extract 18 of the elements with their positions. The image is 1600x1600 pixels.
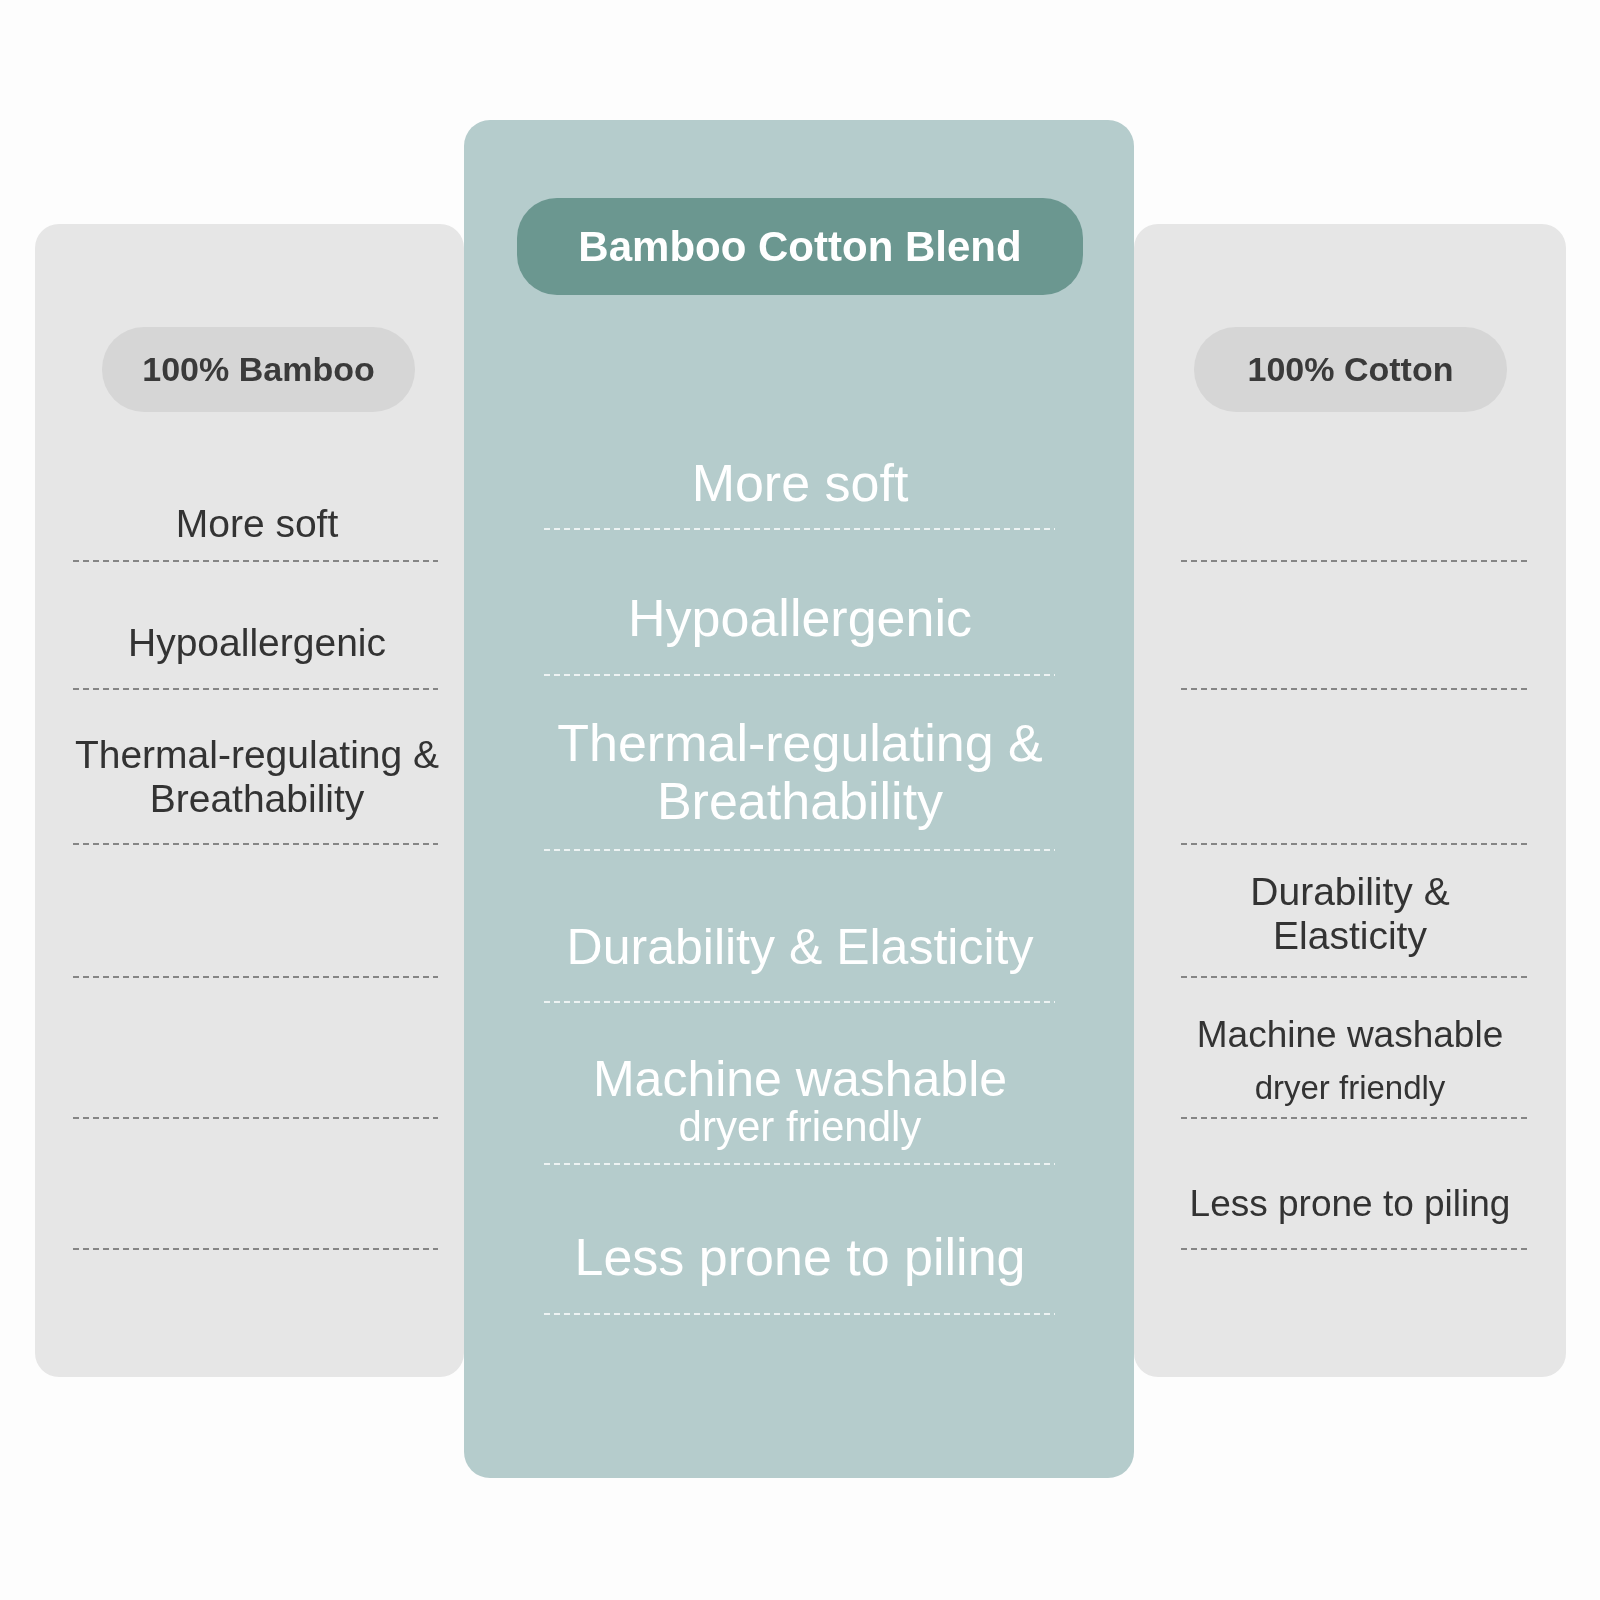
feature-text: dryer friendly	[1254, 1069, 1446, 1107]
feature-text: More soft	[691, 453, 909, 513]
column-panel	[1134, 224, 1566, 1377]
feature-text: Durability & Elasticity	[566, 919, 1034, 975]
column-header: 100% Cotton	[1194, 327, 1507, 412]
column-header: Bamboo Cotton Blend	[517, 198, 1083, 295]
feature-text: Thermal-regulating & Breathability	[73, 733, 441, 821]
feature-text: Hypoallergenic	[628, 588, 972, 648]
feature-text: Hypoallergenic	[128, 621, 386, 665]
column-panel	[35, 224, 464, 1377]
feature-text: Less prone to piling	[574, 1227, 1026, 1287]
feature-text: Durability & Elasticity	[1249, 870, 1451, 958]
feature-text: More soft	[175, 502, 339, 546]
highlight-panel	[464, 120, 1134, 1478]
feature-text: Thermal-regulating & Breathability	[556, 713, 1044, 831]
feature-text: Less prone to piling	[1189, 1183, 1511, 1225]
column-header: 100% Bamboo	[102, 327, 415, 412]
feature-text: Machine washable	[1196, 1014, 1504, 1056]
